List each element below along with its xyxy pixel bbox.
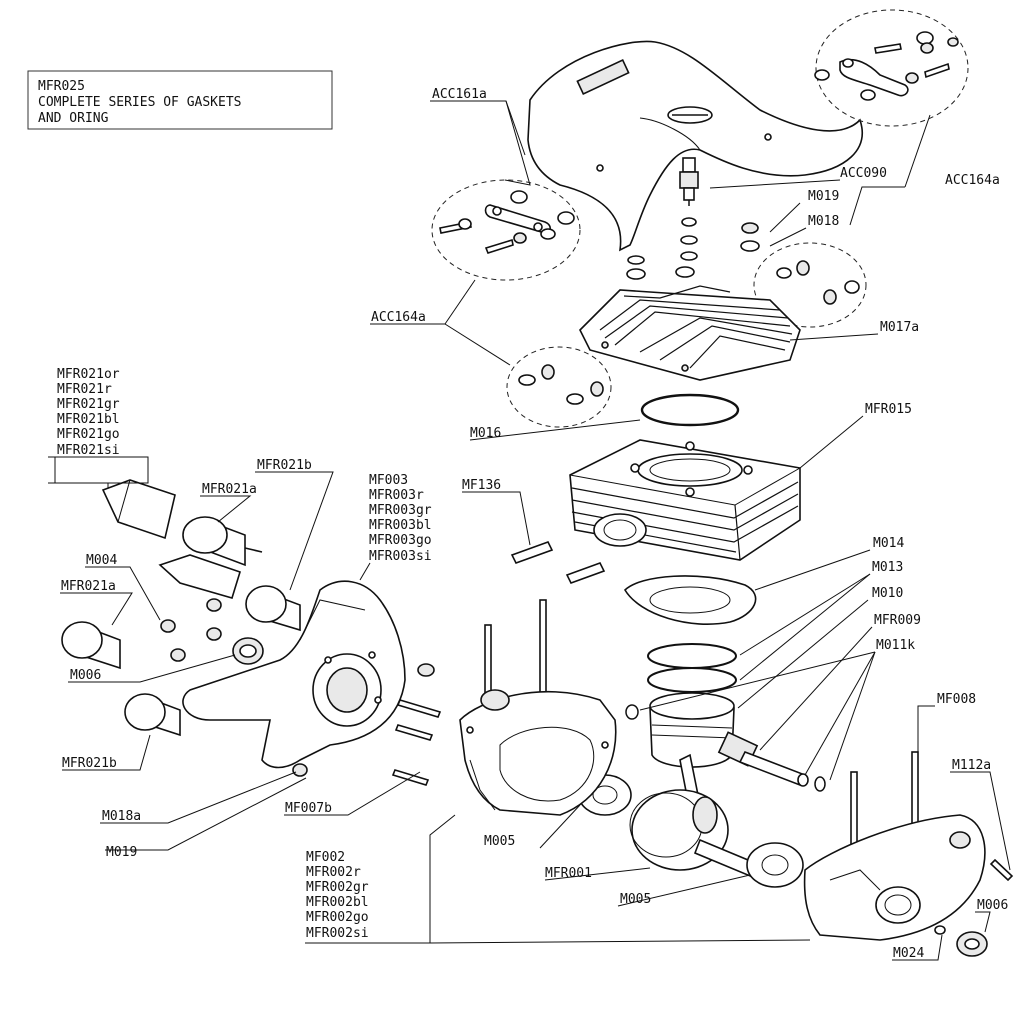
base-gasket — [623, 575, 757, 625]
label-m018-top: M018 — [808, 214, 839, 229]
head-cover-shroud — [527, 40, 863, 252]
cylinder-head — [579, 285, 801, 381]
wrist-pin-group — [625, 704, 826, 792]
note-line-3: AND ORING — [38, 111, 109, 126]
label-mf002-variant: MFR002bl — [306, 895, 369, 910]
label-mf002-variant: MFR002r — [306, 865, 361, 880]
label-m005-b: M005 — [620, 892, 651, 907]
label-mf002-variant: MFR002go — [306, 910, 369, 925]
label-m017a: M017a — [880, 320, 919, 335]
head-o-ring — [640, 393, 740, 427]
head-nuts-right — [776, 260, 860, 305]
label-mfr021-variant: MFR021gr — [57, 397, 120, 412]
piston-rings — [647, 643, 737, 693]
label-mf007b: MF007b — [285, 801, 332, 816]
engine-mount-bracket — [182, 580, 406, 777]
label-mfr021-variant: MFR021go — [57, 427, 120, 442]
rubber-silent-blocks — [61, 516, 301, 737]
gasket-note-box: MFR025 COMPLETE SERIES OF GASKETS AND OR… — [27, 70, 333, 130]
label-acc090: ACC090 — [840, 166, 887, 181]
crankshaft — [629, 753, 762, 880]
label-m010: M010 — [872, 586, 903, 601]
spacer-boxes — [101, 479, 241, 599]
label-mf003-variant: MFR003r — [369, 488, 424, 503]
cylinder-barrel — [569, 439, 801, 561]
crankcase-right-half — [803, 751, 1014, 957]
crankcase-left-half — [459, 599, 617, 816]
part-labels: ACC161a ACC164a ACC164a ACC090 M019 M018… — [57, 87, 1008, 961]
label-mf008: MF008 — [937, 692, 976, 707]
head-nuts-left — [518, 364, 604, 405]
label-m011k: M011k — [876, 638, 915, 653]
label-mfr001: MFR001 — [545, 866, 592, 881]
label-mf003-variant: MFR003go — [369, 533, 432, 548]
mount-small-hardware — [160, 598, 442, 786]
label-m018a: M018a — [102, 809, 141, 824]
label-mfr021a-left: MFR021a — [61, 579, 116, 594]
label-mfr021-variant: MFR021si — [57, 443, 120, 458]
label-m016: M016 — [470, 426, 501, 441]
bracket-hardware-right — [814, 31, 959, 101]
label-mf003-variant: MF003 — [369, 473, 408, 488]
label-m019-top: M019 — [808, 189, 839, 204]
label-acc164a-top: ACC164a — [945, 173, 1000, 188]
label-m112a: M112a — [952, 758, 991, 773]
label-m024: M024 — [893, 946, 924, 961]
label-m006-left: M006 — [70, 668, 101, 683]
note-line-1: MFR025 — [38, 79, 85, 94]
label-mf136: MF136 — [462, 478, 501, 493]
label-mfr021-variant: MFR021bl — [57, 412, 120, 427]
leader-lines — [48, 100, 1011, 961]
label-mf003-variant: MFR003si — [369, 549, 432, 564]
dowel-pins — [510, 541, 606, 584]
label-acc161a: ACC161a — [432, 87, 487, 102]
label-mf003-variant: MFR003bl — [369, 518, 432, 533]
label-m019-bottom: M019 — [106, 845, 137, 860]
label-mfr021b-bottom: MFR021b — [62, 756, 117, 771]
label-m014: M014 — [873, 536, 904, 551]
label-mf002-variant: MF002 — [306, 850, 345, 865]
label-mfr015: MFR015 — [865, 402, 912, 417]
label-mf003-variant: MFR003gr — [369, 503, 432, 518]
label-m006-right: M006 — [977, 898, 1008, 913]
note-line-2: COMPLETE SERIES OF GASKETS — [38, 95, 242, 110]
label-mf002-variant: MFR002gr — [306, 880, 369, 895]
label-mfr021a-top: MFR021a — [202, 482, 257, 497]
label-mf002-variant: MFR002si — [306, 926, 369, 941]
label-mfr021b-top: MFR021b — [257, 458, 312, 473]
piston — [649, 692, 735, 768]
label-mfr009: MFR009 — [874, 613, 921, 628]
label-m013: M013 — [872, 560, 903, 575]
label-mfr021-variant: MFR021r — [57, 382, 112, 397]
spark-plug — [626, 157, 760, 280]
hardware-detail-circles — [431, 9, 969, 428]
label-mfr021-variant: MFR021or — [57, 367, 120, 382]
bracket-hardware-left — [439, 190, 575, 254]
label-acc164a-left: ACC164a — [371, 310, 426, 325]
label-m004: M004 — [86, 553, 117, 568]
label-m005-a: M005 — [484, 834, 515, 849]
